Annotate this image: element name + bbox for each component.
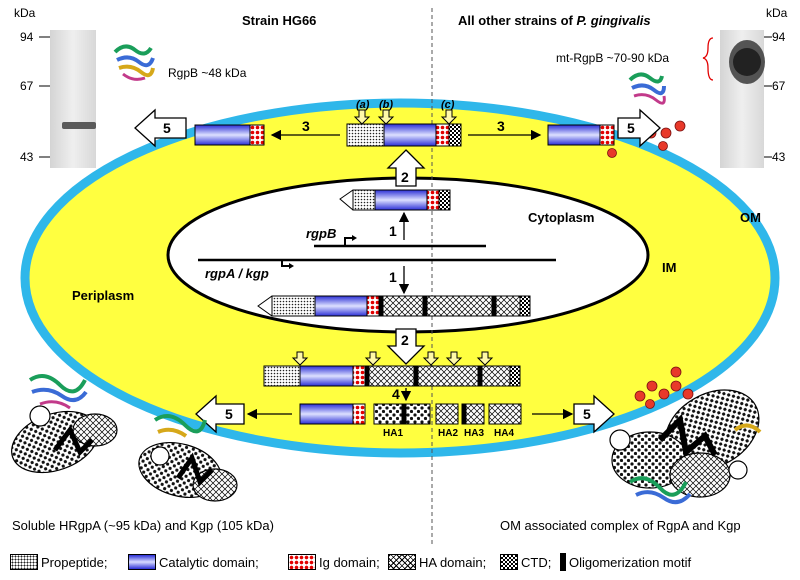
step4-label: 4 bbox=[392, 386, 400, 402]
blot-left-unit: kDa bbox=[14, 6, 36, 20]
legend-propeptide-label: Propeptide; bbox=[41, 554, 108, 570]
oligo-swatch bbox=[560, 553, 566, 571]
legend-ig: Ig domain; bbox=[288, 552, 380, 572]
step5-topright-label: 5 bbox=[627, 120, 635, 136]
step2-arrow-top: 2 bbox=[386, 149, 426, 187]
soluble-complex-rgpa bbox=[11, 374, 118, 474]
modification-dot bbox=[607, 148, 617, 158]
mt-rgpb-brace bbox=[702, 37, 714, 81]
gene-rgpa-kgp-label: rgpA / kgp bbox=[205, 266, 269, 281]
step5-arrow-top-right: 5 bbox=[617, 108, 661, 148]
propeptide-swatch bbox=[10, 554, 38, 570]
legend-catalytic: Catalytic domain; bbox=[128, 552, 259, 572]
blot-right-marker-94: 94 bbox=[772, 30, 786, 44]
rgpb-promoter-icon bbox=[344, 237, 353, 246]
step3-right-label: 3 bbox=[497, 118, 505, 134]
processed-ha-domains bbox=[373, 403, 522, 425]
step1-top-label: 1 bbox=[389, 223, 397, 239]
step3-left-label: 3 bbox=[302, 118, 310, 134]
legend-ha-label: HA domain; bbox=[419, 554, 487, 570]
step2-top-label: 2 bbox=[401, 169, 409, 185]
legend: Propeptide; Catalytic domain; Ig domain;… bbox=[0, 548, 800, 576]
om-label: OM bbox=[740, 210, 761, 225]
catalytic-swatch bbox=[128, 554, 156, 570]
mt-rgpb-band-label: mt-RgpB ~70-90 kDa bbox=[556, 51, 669, 65]
ig-swatch bbox=[288, 554, 316, 570]
prorgpa-kgp-cytoplasm bbox=[257, 295, 531, 317]
blot-right-marker-43: 43 bbox=[772, 150, 786, 164]
blot-right-marker-67: 67 bbox=[772, 79, 786, 93]
header-other-strains: All other strains of P. gingivalis bbox=[458, 13, 651, 28]
periplasm-cleavage-arrows bbox=[291, 351, 494, 366]
om-associated-complex bbox=[609, 389, 762, 505]
ha2-label: HA2 bbox=[438, 428, 458, 439]
gene-rgpb-label: rgpB bbox=[306, 226, 336, 241]
caption-om-complex: OM associated complex of RgpA and Kgp bbox=[500, 518, 741, 533]
blot-left-marker-67: 67 bbox=[20, 79, 34, 93]
legend-propeptide: Propeptide; bbox=[10, 552, 108, 572]
step1-bottom-label: 1 bbox=[389, 269, 397, 285]
protein-structure-icon bbox=[628, 72, 666, 105]
prorgpb-periplasm bbox=[346, 123, 462, 147]
ha1-label: HA1 bbox=[383, 428, 403, 439]
blot-left-marker-94: 94 bbox=[20, 30, 34, 44]
step2-bottom-label: 2 bbox=[401, 332, 409, 348]
ha3-label: HA3 bbox=[464, 428, 484, 439]
ctd-swatch bbox=[500, 554, 518, 570]
caption-soluble: Soluble HRgpA (~95 kDa) and Kgp (105 kDa… bbox=[12, 518, 274, 533]
mt-rgpb-right bbox=[547, 124, 615, 146]
legend-ha: HA domain; bbox=[388, 552, 486, 572]
soluble-complex-kgp bbox=[138, 414, 238, 502]
cleavage-site-c: (c) bbox=[441, 99, 455, 111]
prorgpa-kgp-periplasm bbox=[263, 365, 521, 387]
step5-botleft-label: 5 bbox=[225, 406, 233, 422]
prorgpb-cytoplasm bbox=[339, 189, 451, 211]
processed-catalytic-module bbox=[299, 403, 366, 425]
step5-arrow-bottom-left: 5 bbox=[195, 394, 245, 434]
western-blot-left: kDa 94 67 43 bbox=[14, 6, 96, 168]
ha-swatch bbox=[388, 554, 416, 570]
step2-arrow-bottom: 2 bbox=[386, 328, 426, 365]
step5-topleft-label: 5 bbox=[163, 120, 171, 136]
im-label: IM bbox=[662, 260, 676, 275]
legend-ctd: CTD; bbox=[500, 552, 551, 572]
rgpb-band-label: RgpB ~48 kDa bbox=[168, 66, 247, 80]
ha4-label: HA4 bbox=[494, 428, 514, 439]
blot-left-marker-43: 43 bbox=[20, 150, 34, 164]
cleavage-site-b: (b) bbox=[379, 99, 393, 111]
step5-arrow-top-left: 5 bbox=[134, 108, 187, 148]
cytoplasm-label: Cytoplasm bbox=[528, 210, 594, 225]
periplasm-label: Periplasm bbox=[72, 288, 134, 303]
step5-arrow-bottom-right: 5 bbox=[573, 394, 615, 434]
modification-dots-bottom bbox=[634, 366, 694, 409]
legend-ig-label: Ig domain; bbox=[319, 554, 380, 570]
legend-oligo-label: Oligomerization motif bbox=[569, 554, 692, 570]
rgpa-kgp-promoter-icon bbox=[281, 260, 290, 267]
legend-oligo: Oligomerization motif bbox=[560, 552, 691, 572]
legend-catalytic-label: Catalytic domain; bbox=[159, 554, 259, 570]
blot-right-unit: kDa bbox=[766, 6, 788, 20]
step5-botright-label: 5 bbox=[583, 406, 591, 422]
mature-rgpb-left bbox=[194, 124, 265, 146]
header-strain-hg66: Strain HG66 bbox=[242, 13, 316, 28]
legend-ctd-label: CTD; bbox=[521, 554, 552, 570]
protein-structure-icon bbox=[113, 44, 155, 81]
western-blot-right: kDa 94 67 43 bbox=[720, 6, 788, 168]
cleavage-site-a: (a) bbox=[356, 99, 370, 111]
cleavage-site-arrows bbox=[353, 109, 458, 125]
